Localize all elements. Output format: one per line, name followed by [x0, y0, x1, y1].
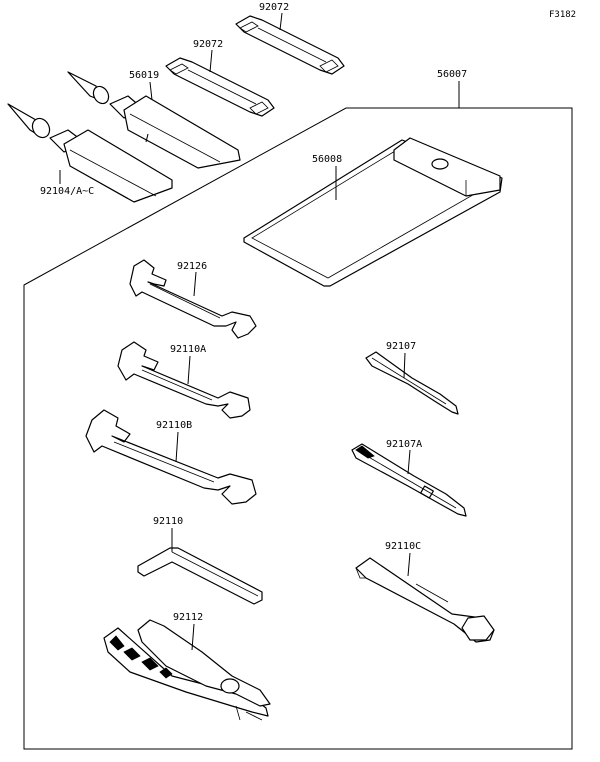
label-tube-lower: 92104/A~C: [40, 186, 94, 197]
grease-tube-lower: [7, 103, 173, 203]
label-strap-upper: 92072: [259, 2, 289, 13]
pliers-92112: [103, 619, 271, 721]
grease-tube-upper: [67, 71, 241, 169]
strap-upper: [235, 15, 345, 75]
label-tool-kit: 56007: [437, 69, 467, 80]
label-wrench-92126: 92126: [177, 261, 207, 272]
tool-bag: [243, 137, 503, 287]
hex-key-92110: [137, 547, 263, 605]
wrench-92126: [129, 259, 257, 339]
label-wrench-92110a: 92110A: [170, 344, 206, 355]
screwdriver-92107a: [351, 443, 467, 517]
socket-wrench-92110c: [355, 557, 495, 643]
label-socket-wrench: 92110C: [385, 541, 421, 552]
tool-kit-outline: [23, 107, 573, 750]
label-strap-lower: 92072: [193, 39, 223, 50]
label-wrench-92110b: 92110B: [156, 420, 192, 431]
wrench-92110a: [117, 341, 251, 419]
strap-lower: [165, 57, 275, 117]
label-hex-key: 92110: [153, 516, 183, 527]
label-screwdriver-92107a: 92107A: [386, 439, 422, 450]
label-pliers: 92112: [173, 612, 203, 623]
label-screwdriver-92107: 92107: [386, 341, 416, 352]
label-tool-bag: 56008: [312, 154, 342, 165]
figure-code: F3182: [549, 10, 576, 20]
wrench-92110b: [85, 409, 257, 505]
screwdriver-92107: [365, 351, 459, 415]
label-tube-upper: 56019: [129, 70, 159, 81]
